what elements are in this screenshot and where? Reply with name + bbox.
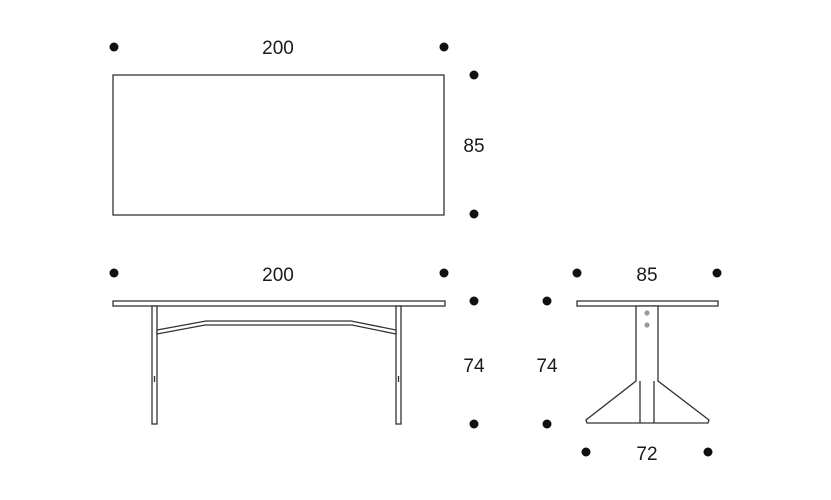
bolt-upper	[644, 310, 650, 316]
bolt-lower	[644, 322, 650, 328]
side-base-marker-left	[581, 447, 591, 457]
top-depth-marker-bottom	[469, 209, 479, 219]
side-depth-marker-left	[572, 268, 582, 278]
side-depth-marker-right	[712, 268, 722, 278]
tabletop-side	[576, 300, 719, 307]
top-length-marker-right	[439, 42, 449, 52]
side-height-marker-top	[542, 296, 552, 306]
side-view: 85 74 72	[536, 265, 722, 465]
front-view: 200 74	[109, 265, 485, 429]
leg-left	[151, 305, 158, 425]
top-view-depth-label: 85	[463, 136, 484, 157]
front-length-marker-right	[439, 268, 449, 278]
tabletop-elevation	[112, 300, 446, 307]
front-height-marker-bottom	[469, 419, 479, 429]
top-view: 200 85	[109, 38, 485, 219]
top-length-marker-left	[109, 42, 119, 52]
side-height-marker-bottom	[542, 419, 552, 429]
stretcher	[156, 320, 397, 335]
side-base-marker-right	[703, 447, 713, 457]
top-view-length-label: 200	[262, 38, 294, 59]
pedestal-base	[585, 305, 710, 424]
front-view-length-label: 200	[262, 265, 294, 286]
tabletop-plan	[112, 74, 445, 216]
side-view-base-width-label: 72	[636, 444, 657, 465]
leg-right	[395, 305, 402, 425]
side-view-height-label: 74	[536, 356, 558, 377]
front-length-marker-left	[109, 268, 119, 278]
front-height-marker-top	[469, 296, 479, 306]
side-view-top-depth-label: 85	[636, 265, 657, 286]
top-depth-marker-top	[469, 70, 479, 80]
front-view-height-label: 74	[463, 356, 485, 377]
